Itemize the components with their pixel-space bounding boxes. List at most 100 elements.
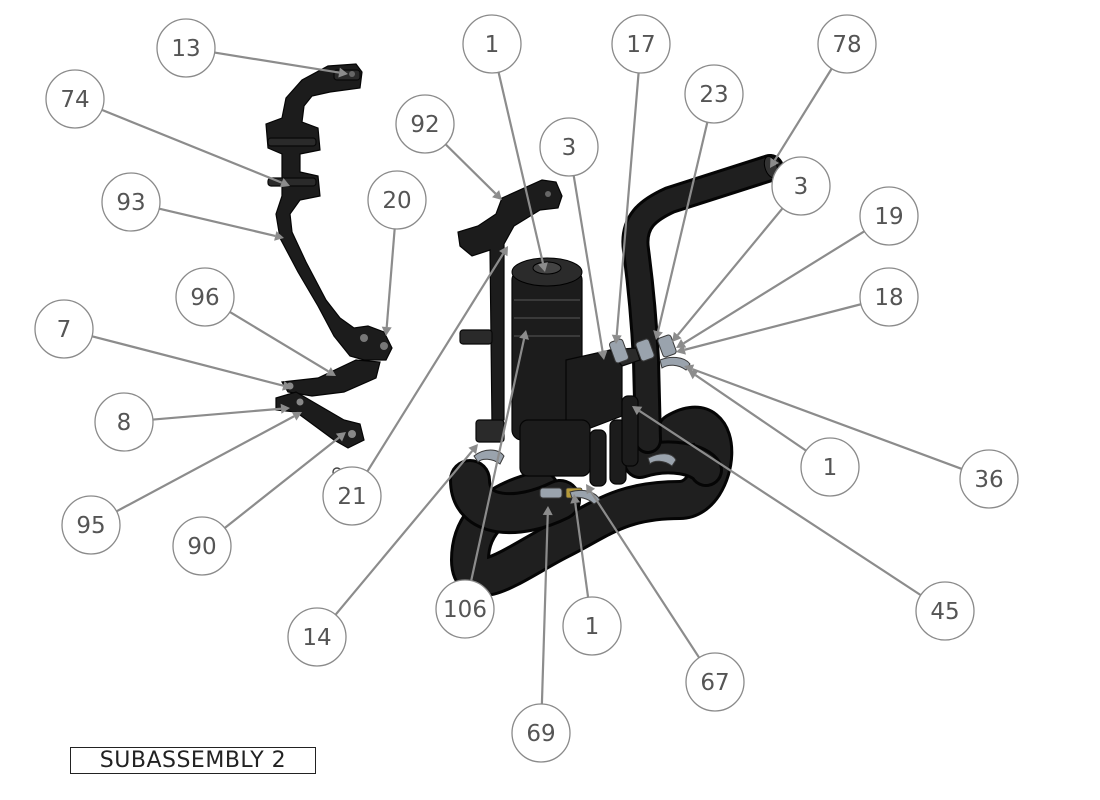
balloon-circle	[859, 186, 919, 246]
leader-arrowhead	[468, 444, 478, 455]
balloon-circle	[287, 607, 347, 667]
leader-arrowhead	[770, 157, 779, 168]
leader-line-21	[366, 253, 505, 472]
balloon-circle	[915, 581, 975, 641]
main-canister	[511, 257, 641, 487]
balloon-circle	[684, 64, 744, 124]
balloon-circle	[685, 652, 745, 712]
leader-lines	[91, 51, 963, 705]
balloon-number: 1	[585, 614, 600, 640]
balloon-circle	[817, 14, 877, 74]
balloon-74: 74	[45, 69, 105, 129]
balloon-number: 3	[562, 135, 577, 161]
balloon-circle	[367, 170, 427, 230]
balloon-number: 95	[76, 513, 105, 539]
leader-line-96	[229, 311, 329, 373]
leader-line-67	[589, 490, 701, 659]
balloon-circle	[175, 267, 235, 327]
balloon-92: 92	[395, 94, 455, 154]
balloon-circle	[45, 69, 105, 129]
leader-arrowhead	[325, 367, 336, 376]
leader-arrowhead	[279, 177, 290, 188]
leader-line-17	[615, 72, 640, 336]
subassembly-title: SUBASSEMBLY 2	[70, 747, 316, 774]
balloon-number: 19	[874, 204, 903, 230]
balloon-circle	[562, 596, 622, 656]
balloon-circle	[101, 172, 161, 232]
balloon-number: 74	[60, 87, 89, 113]
leader-arrowhead	[632, 406, 643, 416]
balloon-69: 69	[511, 703, 571, 763]
leader-line-3	[676, 207, 784, 336]
balloon-number: 13	[171, 36, 200, 62]
leader-line-106	[470, 338, 526, 581]
balloon-45: 45	[915, 581, 975, 641]
leader-line-8	[152, 407, 282, 421]
leader-line-45	[638, 410, 922, 597]
balloon-78: 78	[817, 14, 877, 74]
balloon-95: 95	[61, 495, 121, 555]
leader-line-90	[224, 436, 340, 529]
balloon-number: 20	[382, 188, 411, 214]
balloon-number: 67	[700, 670, 729, 696]
balloon-circle	[771, 156, 831, 216]
balloon-14: 14	[287, 607, 347, 667]
leader-arrowhead	[653, 330, 663, 340]
balloon-number: 69	[526, 721, 555, 747]
leader-line-69	[540, 514, 549, 705]
left-bracket	[265, 63, 393, 361]
balloon-8: 8	[94, 392, 154, 452]
balloon-1: 1	[562, 596, 622, 656]
balloon-90: 90	[172, 516, 232, 576]
leader-arrowhead	[672, 331, 682, 342]
balloon-number: 96	[190, 285, 219, 311]
balloon-number: 17	[626, 32, 655, 58]
balloon-circle	[611, 14, 671, 74]
balloon-circle	[859, 267, 919, 327]
leader-line-13	[214, 51, 340, 74]
balloon-106: 106	[435, 579, 495, 639]
balloon-96: 96	[175, 267, 235, 327]
balloon-circle	[61, 495, 121, 555]
balloon-20: 20	[367, 170, 427, 230]
leader-arrowhead	[498, 246, 508, 257]
leader-arrowhead	[291, 411, 302, 421]
leader-line-20	[385, 228, 396, 328]
leader-arrowhead	[586, 484, 596, 495]
balloon-circle	[462, 14, 522, 74]
leader-line-23	[656, 121, 709, 332]
balloon-number: 3	[794, 174, 809, 200]
balloon-7: 7	[34, 299, 94, 359]
leader-arrowhead	[335, 432, 346, 442]
balloon-19: 19	[859, 186, 919, 246]
leader-line-36	[692, 368, 963, 470]
leader-arrowhead	[381, 326, 392, 336]
parts-artwork	[265, 63, 784, 597]
balloon-number: 90	[187, 534, 216, 560]
leader-arrowhead	[611, 334, 622, 344]
leader-arrowhead	[538, 262, 548, 272]
leader-line-78	[773, 68, 833, 161]
balloon-67: 67	[685, 652, 745, 712]
balloon-1: 1	[800, 437, 860, 497]
leader-line-7	[91, 335, 284, 387]
right-bracket	[457, 179, 563, 443]
balloon-circle	[94, 392, 154, 452]
leader-arrowhead	[570, 494, 581, 504]
leader-line-92	[444, 143, 497, 195]
balloon-number: 23	[699, 82, 728, 108]
balloon-circle	[511, 703, 571, 763]
balloon-18: 18	[859, 267, 919, 327]
leader-arrowhead	[280, 403, 290, 414]
leader-line-1	[694, 374, 807, 452]
leader-arrowhead	[676, 339, 687, 348]
balloon-21: 21	[322, 466, 382, 526]
leader-line-3	[572, 175, 604, 352]
balloon-3: 3	[771, 156, 831, 216]
balloon-circle	[800, 437, 860, 497]
leader-line-95	[116, 415, 295, 513]
leader-line-14	[334, 450, 474, 616]
leader-arrowhead	[597, 350, 608, 360]
balloon-circle	[322, 466, 382, 526]
